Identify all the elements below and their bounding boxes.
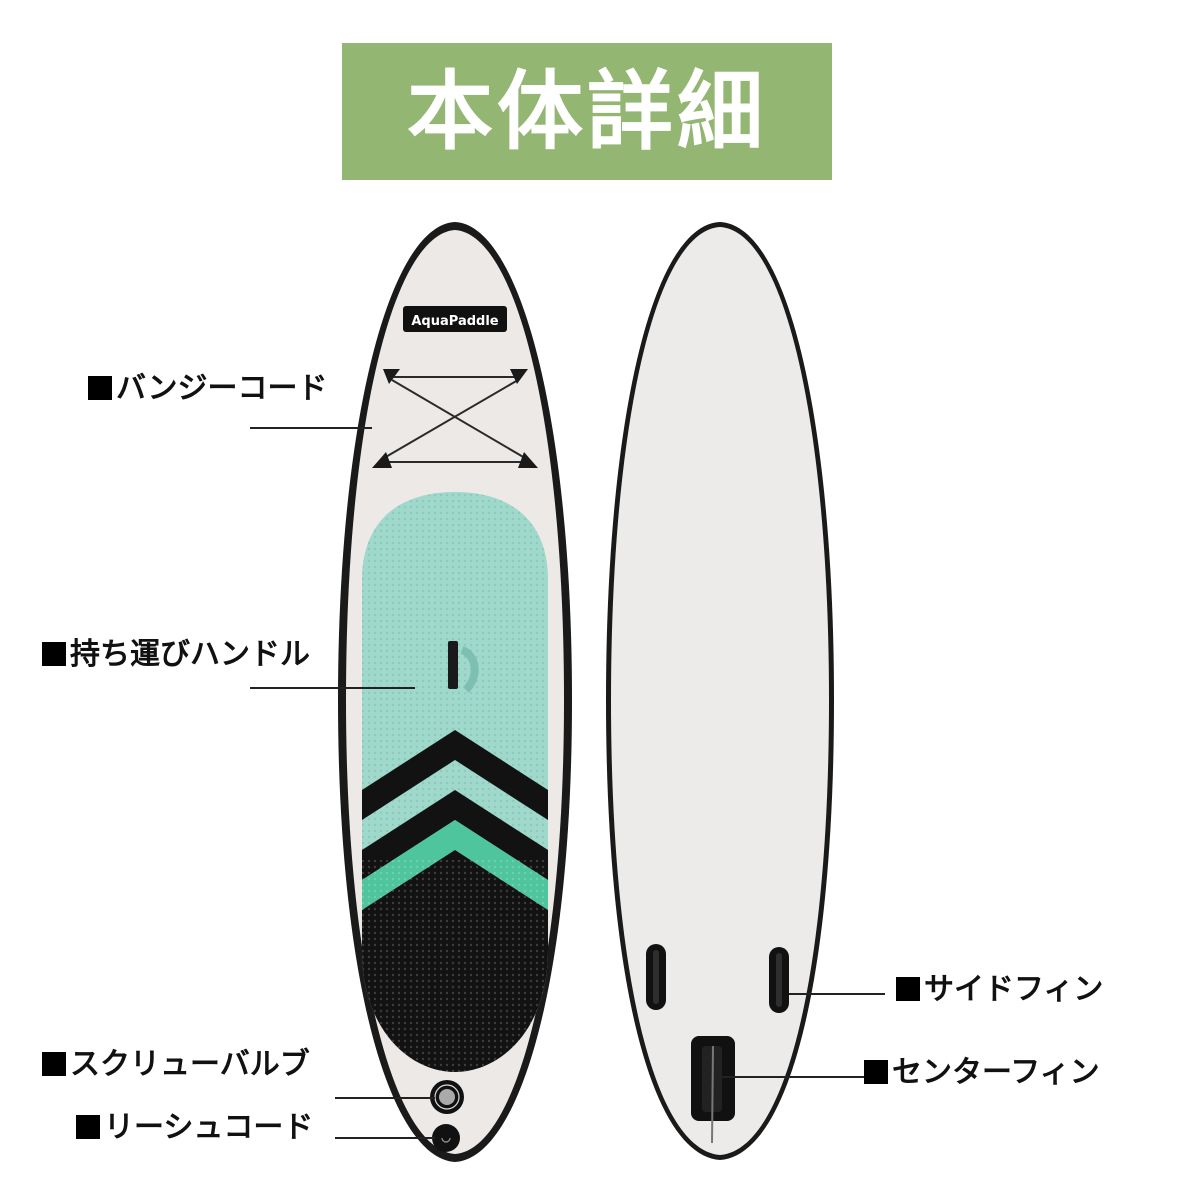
- leader-screw-valve: [335, 1097, 435, 1099]
- center-fin: [691, 1036, 735, 1144]
- brand-logo: AquaPaddle: [403, 306, 507, 332]
- leader-bungee-cord: [250, 427, 372, 429]
- label-center-fin: センターフィン: [864, 1058, 1100, 1088]
- bungee-cord: [380, 376, 528, 463]
- leader-leash-cord: [335, 1137, 435, 1139]
- svg-text:AquaPaddle: AquaPaddle: [411, 314, 498, 329]
- front-board: AquaPaddle: [338, 222, 572, 1162]
- label-bungee-cord: バンジーコード: [88, 374, 328, 404]
- side-fin-right: [769, 947, 789, 1013]
- leader-carry-handle: [250, 687, 415, 689]
- label-text: バンジーコード: [116, 371, 328, 406]
- title-banner: 本体詳細: [342, 43, 832, 180]
- label-text: センターフィン: [892, 1055, 1100, 1090]
- screw-valve: [430, 1080, 464, 1114]
- label-side-fin: サイドフィン: [896, 975, 1103, 1005]
- square-bullet-icon: [42, 642, 66, 666]
- square-bullet-icon: [76, 1115, 100, 1139]
- page-title: 本体詳細: [407, 61, 767, 162]
- label-carry-handle: 持ち運びハンドル: [42, 640, 310, 670]
- label-screw-valve: スクリューバルブ: [42, 1050, 310, 1080]
- label-text: 持ち運びハンドル: [70, 637, 310, 672]
- square-bullet-icon: [864, 1060, 888, 1084]
- square-bullet-icon: [88, 376, 112, 400]
- label-text: リーシュコード: [104, 1110, 314, 1145]
- side-fin-left: [646, 944, 666, 1010]
- label-text: スクリューバルブ: [70, 1047, 310, 1082]
- label-leash-cord: リーシュコード: [76, 1113, 313, 1143]
- leader-center-fin: [716, 1076, 864, 1078]
- leader-side-fin: [789, 993, 885, 995]
- label-text: サイドフィン: [924, 972, 1104, 1007]
- leash-plug: [432, 1124, 460, 1152]
- square-bullet-icon: [896, 977, 920, 1001]
- deck-pad: [362, 492, 548, 1072]
- square-bullet-icon: [42, 1052, 66, 1076]
- back-board: [606, 222, 834, 1160]
- carry-handle: [448, 641, 479, 693]
